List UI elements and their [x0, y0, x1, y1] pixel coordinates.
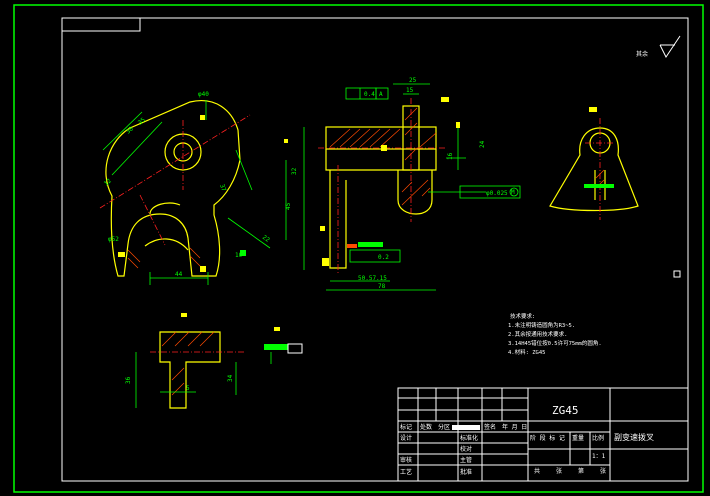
dim-d25: 25	[409, 77, 417, 84]
tb-design: 设计	[400, 434, 412, 442]
tb-page-suffix: 张	[600, 467, 606, 475]
inner-frame	[61, 17, 689, 482]
dim-d44: 44	[175, 271, 183, 278]
tb-weight: 重量	[572, 434, 584, 442]
tol-datum-a: A	[379, 91, 383, 98]
tb-mark: 标记	[400, 423, 412, 431]
dim-d15: 15	[406, 87, 414, 94]
tech-note-4: 4.材料: ZG45	[508, 348, 546, 356]
dim-d40: φ40	[198, 91, 209, 98]
tb-approve: 批准	[460, 468, 472, 476]
dim-d22: 22	[261, 234, 271, 244]
dim-d36: 36	[125, 376, 132, 384]
tol-perp: 0.2	[378, 254, 389, 261]
tb-sheet: 张	[556, 467, 562, 475]
tech-note-2: 2.其余按通用技术要求.	[508, 330, 567, 338]
tb-review: 审核	[400, 456, 412, 464]
tol-modifier: M	[511, 189, 515, 196]
tech-notes: 技术要求: 1.未注明铸造圆角为R3~5. 2.其余按通用技术要求. 3.14H…	[508, 312, 602, 356]
tech-note-0: 技术要求:	[510, 312, 535, 320]
tb-signature: 签名	[484, 423, 496, 431]
roughness-symbol-icon	[659, 35, 681, 58]
tb-proofread: 校对	[460, 445, 472, 453]
tb-process: 工艺	[400, 468, 412, 476]
tb-zone: 分区	[438, 423, 450, 431]
scale-value: 1：1	[592, 453, 606, 460]
dim-d45: 45	[285, 202, 292, 210]
dim-d35: 35	[137, 116, 147, 126]
tb-total: 共	[534, 467, 540, 475]
fork-end-view	[549, 107, 681, 278]
tb-stage-mark: 阶 段 标 记	[530, 434, 565, 442]
dim-d24: 24	[479, 140, 486, 148]
code-box	[61, 17, 141, 32]
partial-section-view: 36 5 34	[125, 313, 303, 409]
section-view: 25 15 32 45 78 50.57.15 24 16 0.4 A φ0.0…	[284, 77, 521, 291]
dim-d78: 78	[378, 283, 386, 290]
dim-d16: 16	[447, 152, 454, 160]
material-code: ZG45	[552, 404, 579, 417]
roughness-note: 其余	[636, 50, 648, 58]
tech-note-3: 3.14H45错位按0.5许可75mm的圆角.	[508, 339, 602, 347]
dim-d32: 32	[291, 167, 298, 175]
dim-d37: 37	[218, 183, 227, 193]
part-name: 副变速拨叉	[614, 432, 654, 442]
tb-date: 年 月 日	[502, 423, 527, 431]
dim-d12: 12	[103, 177, 113, 187]
fork-front-view: φ40 φ52 44 30 35 12 37 22 10	[99, 91, 271, 285]
tech-note-1: 1.未注明铸造圆角为R3~5.	[508, 321, 575, 329]
dim-d5: 5	[186, 385, 190, 392]
dim-d50: 50.57.15	[358, 275, 387, 282]
dim-d52: φ52	[108, 236, 119, 243]
tol-flatness: 0.4	[364, 91, 375, 98]
tb-lead: 主管	[460, 456, 472, 464]
tb-count: 处数	[420, 423, 432, 431]
dim-d30: 30	[125, 125, 135, 135]
tb-page: 第	[578, 467, 584, 475]
tol-position: φ0.025	[486, 190, 508, 197]
title-block: ZG45 副变速拨叉 1：1 标记 处数 分区 签名 年 月 日 设计 标准化 …	[397, 387, 689, 482]
tb-standardization: 标准化	[460, 434, 478, 442]
dim-d34: 34	[227, 374, 234, 382]
outer-frame	[13, 4, 704, 493]
tb-scale-label: 比例	[592, 434, 604, 442]
dim-d10: 10	[235, 252, 243, 259]
